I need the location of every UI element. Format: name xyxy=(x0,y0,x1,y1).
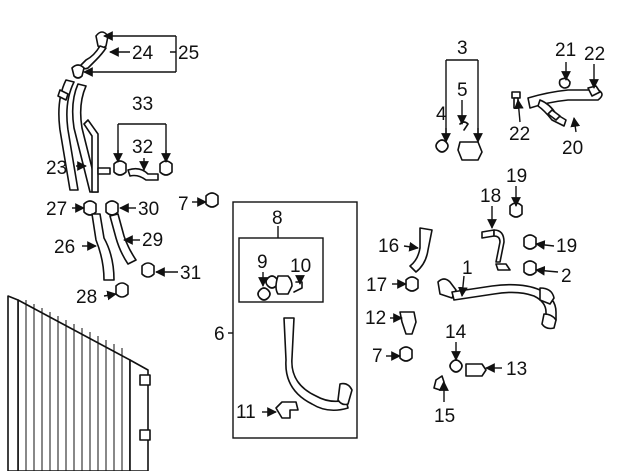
hose-16 xyxy=(409,227,433,273)
callout-22-left: 22 xyxy=(509,124,530,145)
callout-2: 2 xyxy=(561,266,572,287)
pipe-18-assembly xyxy=(481,202,537,276)
fitting-13-assembly xyxy=(433,359,487,391)
hose-26-29-assembly xyxy=(83,200,155,298)
callout-17: 17 xyxy=(366,275,387,296)
callout-1: 1 xyxy=(462,258,473,279)
callout-22-right: 22 xyxy=(584,44,605,65)
callout-9: 9 xyxy=(257,252,268,273)
callout-23: 23 xyxy=(46,158,67,179)
callout-27: 27 xyxy=(46,199,67,220)
callout-33: 33 xyxy=(132,94,153,115)
hose-kit-6-box xyxy=(232,201,358,439)
leader-lines xyxy=(72,31,599,417)
radiator xyxy=(7,295,151,471)
fitting-3-assembly xyxy=(435,121,483,161)
callout-12: 12 xyxy=(365,308,386,329)
fitting-12 xyxy=(399,311,417,335)
callout-6: 6 xyxy=(214,324,225,345)
clamp-7-upper xyxy=(205,192,219,208)
callout-20: 20 xyxy=(562,138,583,159)
callout-28: 28 xyxy=(76,287,97,308)
callout-14: 14 xyxy=(445,322,467,343)
callout-30: 30 xyxy=(138,199,159,220)
callout-32: 32 xyxy=(132,137,153,158)
callout-19-upper: 19 xyxy=(506,166,527,187)
hose-32-assembly xyxy=(113,160,173,181)
callout-11: 11 xyxy=(236,402,256,423)
callout-5: 5 xyxy=(457,80,468,101)
callout-7-upper: 7 xyxy=(178,194,189,215)
callout-31: 31 xyxy=(180,263,201,284)
callout-8: 8 xyxy=(272,208,283,229)
hose-24-assembly xyxy=(71,31,109,79)
callout-21: 21 xyxy=(555,40,576,61)
callout-10: 10 xyxy=(290,256,311,277)
callout-3: 3 xyxy=(457,38,468,59)
pipe-20-assembly xyxy=(511,77,603,127)
callout-16: 16 xyxy=(378,236,399,257)
callout-13: 13 xyxy=(506,359,527,380)
clamp-7-lower xyxy=(399,346,413,362)
pipe-1 xyxy=(437,278,557,330)
callout-26: 26 xyxy=(54,237,75,258)
callout-25: 25 xyxy=(178,43,199,64)
callout-15: 15 xyxy=(434,406,455,427)
callout-18: 18 xyxy=(480,186,501,207)
callout-29: 29 xyxy=(142,230,163,251)
callout-labels: 1 2 3 4 5 6 7 7 8 9 10 11 12 13 14 15 16… xyxy=(46,38,605,427)
callout-4: 4 xyxy=(436,104,447,125)
callout-19-lower: 19 xyxy=(556,236,577,257)
callout-7-lower: 7 xyxy=(372,346,383,367)
callout-24: 24 xyxy=(132,43,154,64)
pipe-23 xyxy=(57,79,111,193)
clamp-17 xyxy=(405,276,419,292)
